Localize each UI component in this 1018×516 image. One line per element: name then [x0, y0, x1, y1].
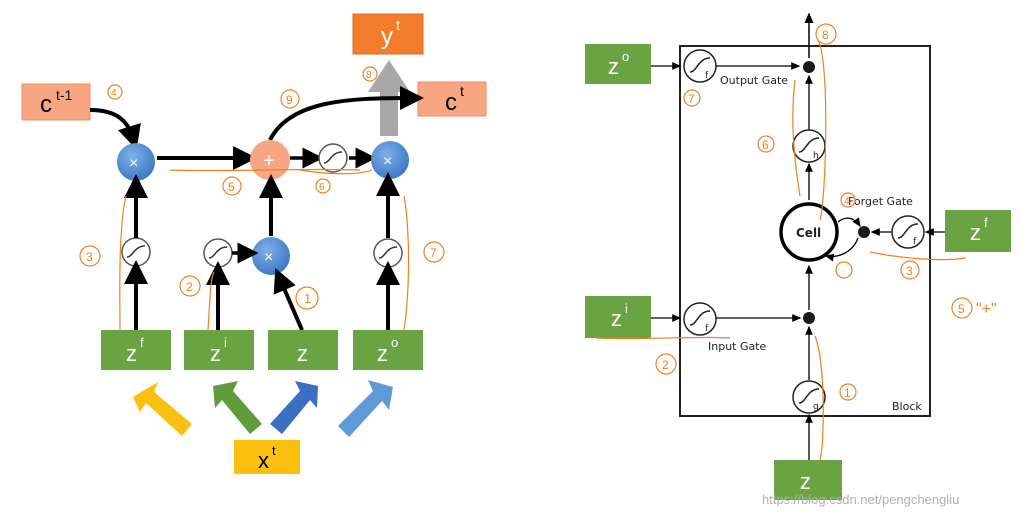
forget-multiply-glyph: ×	[129, 155, 138, 172]
xt-sup: t	[272, 443, 276, 458]
forget-gate-label: Forget Gate	[848, 195, 913, 208]
output-gate-mult	[803, 61, 815, 73]
right-zf-base: z	[970, 220, 981, 245]
output-sigmoid-f: f	[705, 71, 709, 81]
zf-base: z	[126, 341, 137, 366]
sigmoid-nodes	[121, 143, 403, 268]
z-box: z	[268, 330, 338, 370]
g-activation-label: g	[813, 402, 819, 412]
left-note-5: 5	[228, 180, 235, 194]
xt-to-zf-arrow	[133, 382, 192, 436]
c-next-box: c t	[417, 81, 487, 117]
right-zi-sup: i	[625, 301, 628, 316]
zo-sup: o	[391, 335, 398, 350]
input-gate-label: Input Gate	[708, 340, 767, 353]
input-multiply-node	[252, 237, 290, 275]
y-sup: t	[396, 17, 400, 33]
xt-to-z-arrow	[270, 381, 318, 434]
output-gate-label: Output Gate	[720, 74, 788, 87]
output-gate-sigmoid	[683, 49, 717, 83]
output-multiply-glyph: ×	[383, 153, 392, 170]
right-note-4: 4	[844, 196, 850, 207]
right-zf-box: z f	[945, 210, 1011, 252]
right-zo-base: z	[608, 54, 619, 79]
right-z-box: z	[774, 460, 842, 500]
xt-to-zo-arrow	[338, 380, 393, 437]
input-gate-sigmoid	[683, 302, 717, 336]
output-multiply-node	[371, 141, 409, 179]
zi-sup: i	[224, 335, 227, 350]
left-note-7: 7	[430, 246, 437, 260]
left-note-8: 8	[366, 70, 372, 81]
g-activation	[792, 380, 826, 414]
right-lstm-block-diagram: Block z o f Output Gate h Cell Forget Ga…	[585, 12, 1011, 507]
z-to-input-mult-arrow	[273, 267, 304, 331]
input-gate-mult	[803, 312, 815, 324]
right-note-1: 1	[844, 386, 851, 400]
cell-to-forget-mult	[837, 217, 861, 228]
c-prev-sup: t-1	[56, 87, 73, 103]
zi-box: z i	[184, 330, 254, 370]
right-annotations	[595, 23, 973, 461]
cell-node	[779, 202, 839, 262]
right-zf-sup: f	[984, 215, 988, 230]
forget-sigmoid-f: f	[913, 237, 917, 247]
forget-gate-mult	[858, 226, 870, 238]
left-note-2: 2	[186, 280, 193, 294]
forget-gate-sigmoid	[891, 215, 925, 249]
c-prev-arrow	[89, 108, 141, 150]
right-zo-box: z o	[585, 44, 651, 84]
right-note-plus: "+"	[976, 301, 997, 318]
plus-to-ct-arrow	[268, 86, 424, 141]
c-next-sup: t	[460, 83, 464, 99]
right-note-3: 3	[906, 264, 913, 278]
left-note-1: 1	[304, 291, 311, 306]
right-zi-base: z	[611, 306, 622, 331]
y-base: y	[381, 23, 393, 50]
input-multiply-glyph: ×	[264, 249, 273, 266]
add-glyph: +	[263, 150, 275, 172]
zf-sup: f	[140, 335, 144, 350]
left-note-3: 3	[86, 250, 93, 264]
c-prev-base: c	[40, 91, 52, 118]
zo-base: z	[377, 341, 388, 366]
left-annotations	[79, 66, 445, 331]
left-note-9: 9	[286, 93, 293, 107]
y-box: y t	[352, 13, 424, 55]
left-lstm-diagram: c t-1 c t y t × × ×	[21, 13, 487, 474]
xt-to-zi-arrow	[213, 381, 262, 434]
left-note-4: 4	[111, 88, 117, 99]
cell-label: Cell	[796, 226, 821, 240]
forget-multiply-node	[117, 143, 155, 181]
right-note-2: 2	[662, 358, 669, 372]
right-note-6: 6	[762, 138, 769, 152]
zf-box: z f	[101, 330, 171, 370]
right-note-7: 7	[688, 92, 695, 106]
left-annotation-labels: 1 2 3 4 5 6 7 8 9	[86, 70, 437, 306]
xt-box: x t	[234, 440, 300, 474]
right-zi-box: z i	[585, 296, 651, 338]
c-next-base: c	[445, 89, 457, 116]
c-prev-box: c t-1	[21, 83, 91, 121]
right-annotation-labels: 1 2 3 4 5 6 7 8 "+"	[662, 28, 997, 400]
xt-base: x	[258, 448, 269, 473]
right-note-8: 8	[822, 28, 829, 42]
forget-mult-to-cell	[824, 237, 859, 262]
right-z-base: z	[800, 469, 811, 494]
right-zo-sup: o	[622, 49, 629, 64]
block-label: Block	[892, 400, 922, 413]
left-note-6: 6	[319, 182, 325, 193]
h-activation-label: h	[813, 151, 819, 161]
right-note-5: 5	[958, 302, 965, 316]
zi-base: z	[210, 341, 221, 366]
zo-box: z o	[353, 330, 423, 370]
z-base: z	[297, 341, 308, 366]
input-sigmoid-f: f	[705, 324, 709, 334]
h-activation	[792, 129, 826, 163]
watermark: https://blog.csdn.net/pengchengliu	[762, 492, 959, 507]
